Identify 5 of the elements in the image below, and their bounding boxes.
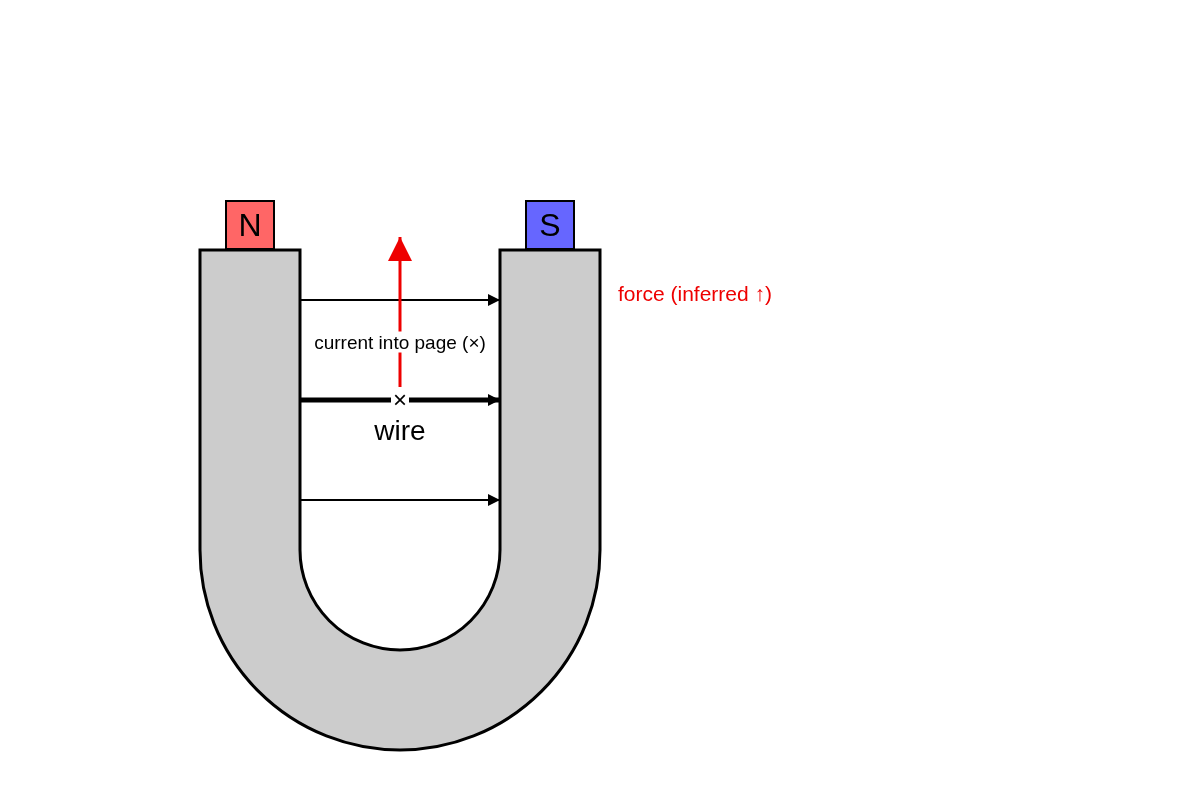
wire-label: wire	[374, 417, 426, 445]
magnet-pole-label: S	[525, 200, 575, 250]
current-label: current into page (×)	[312, 331, 488, 353]
magnet-pole-label: N	[225, 200, 275, 250]
force-label: force (inferred ↑)	[618, 282, 772, 304]
